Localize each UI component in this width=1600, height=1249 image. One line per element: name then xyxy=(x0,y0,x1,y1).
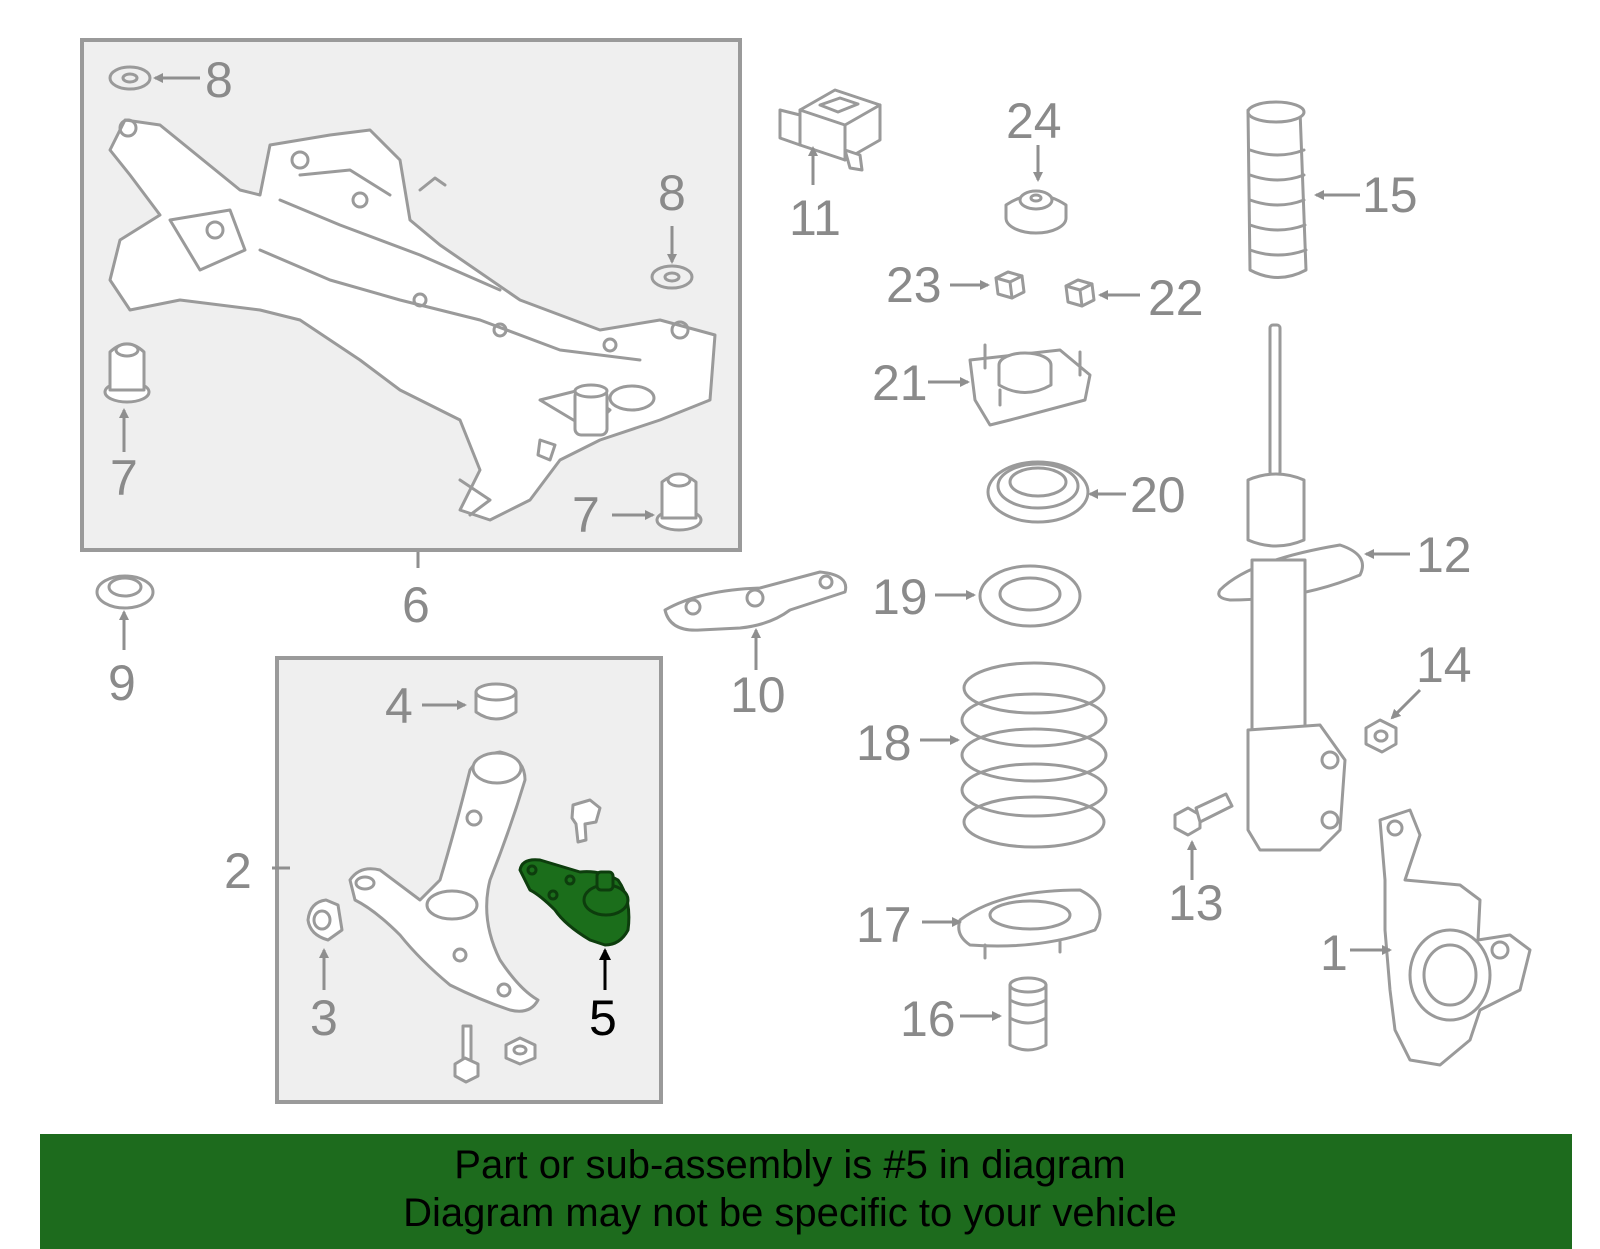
callout-labels: 8 8 7 7 9 6 11 24 15 23 22 21 20 12 19 1… xyxy=(108,52,1472,1047)
callout-2: 2 xyxy=(224,843,252,899)
callout-3: 3 xyxy=(310,990,338,1046)
plate-part-10[interactable] xyxy=(663,570,848,632)
callout-5-highlighted: 5 xyxy=(589,990,617,1046)
strut-mount-part-21[interactable] xyxy=(968,343,1092,427)
callout-7b: 7 xyxy=(572,487,600,543)
callout-14: 14 xyxy=(1416,637,1472,693)
dust-boot-part-15[interactable] xyxy=(1246,100,1308,279)
banner-line-part: Part or sub-assembly is #5 in diagram xyxy=(454,1143,1126,1187)
callout-9: 9 xyxy=(108,655,136,711)
lower-seat-part-17[interactable] xyxy=(957,888,1102,960)
callout-21: 21 xyxy=(872,355,928,411)
bushing-part-3[interactable] xyxy=(306,898,344,942)
callout-6: 6 xyxy=(402,577,430,633)
bushing-part-4[interactable] xyxy=(474,682,518,721)
callout-4: 4 xyxy=(385,678,413,734)
callout-12: 12 xyxy=(1416,527,1472,583)
banner-line-disclaimer: Diagram may not be specific to your vehi… xyxy=(403,1191,1177,1235)
bearing-part-20[interactable] xyxy=(986,460,1090,524)
steering-knuckle-part-1[interactable] xyxy=(1378,808,1532,1067)
callout-1: 1 xyxy=(1320,925,1348,981)
callout-13: 13 xyxy=(1168,875,1224,931)
bolt-small-a[interactable] xyxy=(570,798,602,844)
mount-part-24[interactable] xyxy=(1004,189,1068,235)
subframe-crossmember[interactable] xyxy=(108,118,717,522)
callout-16: 16 xyxy=(900,991,956,1047)
callout-15: 15 xyxy=(1362,167,1418,223)
callout-8b: 8 xyxy=(658,165,686,221)
washer-part-9[interactable] xyxy=(95,574,155,610)
leader-arrows xyxy=(119,73,1422,1021)
lower-control-arm-part-2[interactable] xyxy=(348,750,540,1013)
ball-joint-part-5-highlighted[interactable] xyxy=(518,858,631,947)
callout-11: 11 xyxy=(789,190,841,246)
callout-18: 18 xyxy=(856,715,912,771)
nut-part-23[interactable] xyxy=(994,270,1026,300)
bracket-part-11[interactable] xyxy=(778,88,882,172)
washer-part-8b[interactable] xyxy=(650,264,694,290)
info-banner: Part or sub-assembly is #5 in diagram Di… xyxy=(40,1134,1572,1249)
callout-23: 23 xyxy=(886,257,942,313)
callout-10: 10 xyxy=(730,667,786,723)
coil-spring-part-18[interactable] xyxy=(960,661,1108,849)
callout-24: 24 xyxy=(1006,93,1062,149)
bump-stop-part-16[interactable] xyxy=(1008,976,1048,1052)
nut-part-22[interactable] xyxy=(1064,278,1096,308)
bushing-part-7b[interactable] xyxy=(655,472,703,532)
nut-small-c[interactable] xyxy=(504,1036,537,1066)
callout-20: 20 xyxy=(1130,467,1186,523)
bushing-part-7a[interactable] xyxy=(103,342,151,404)
spring-seat-part-19[interactable] xyxy=(978,564,1082,628)
bolt-part-13[interactable] xyxy=(1173,792,1234,837)
callout-17: 17 xyxy=(856,897,912,953)
washer-part-8a[interactable] xyxy=(108,65,152,91)
nut-part-14[interactable] xyxy=(1364,718,1398,754)
strut-assembly-part-12[interactable] xyxy=(1217,323,1364,852)
callout-22: 22 xyxy=(1148,270,1204,326)
callout-8a: 8 xyxy=(205,52,233,108)
callout-19: 19 xyxy=(872,569,928,625)
bolt-small-b[interactable] xyxy=(453,1024,480,1084)
callout-7a: 7 xyxy=(110,450,138,506)
